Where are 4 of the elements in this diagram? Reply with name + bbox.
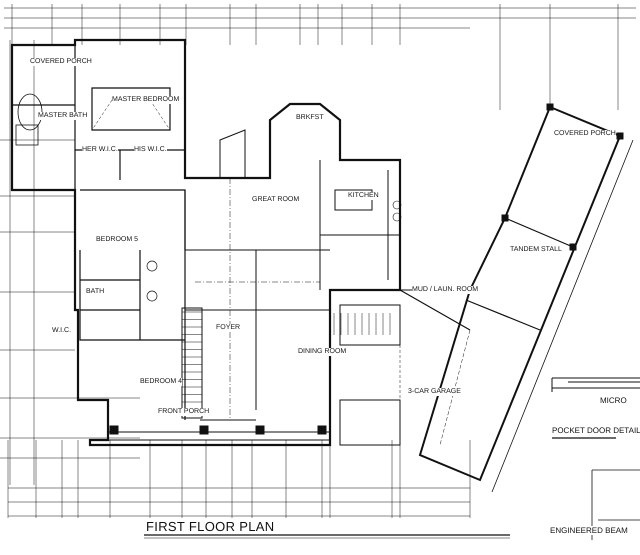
detail-title: POCKET DOOR DETAIL	[552, 426, 640, 435]
plan-title: FIRST FLOOR PLAN	[146, 519, 274, 534]
detail-title: ENGINEERED BEAM	[550, 526, 628, 535]
detail-title: MICRO	[600, 396, 627, 405]
